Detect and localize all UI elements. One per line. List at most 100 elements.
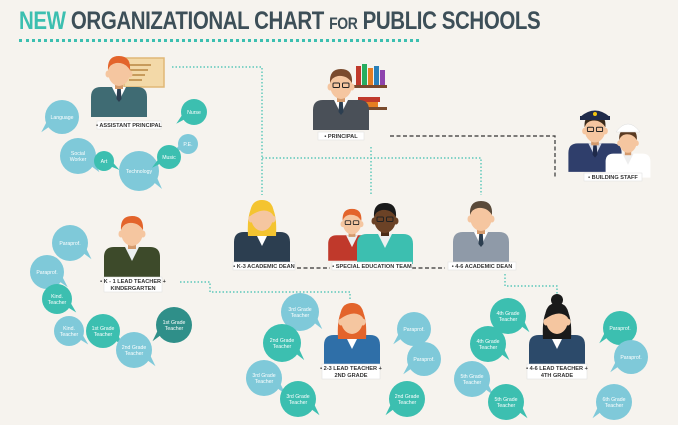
role-label-text: • K - 1 LEAD TEACHER + xyxy=(100,279,167,285)
assistant-principal-figure xyxy=(91,56,165,117)
bubble-text: Music xyxy=(162,155,176,161)
bubble-language: Language xyxy=(41,100,79,134)
bubble-text: 3rd Grade xyxy=(286,394,309,400)
special-education-figure xyxy=(328,203,413,264)
k1-lead-teacher-label: • K - 1 LEAD TEACHER +KINDERGARTEN xyxy=(100,276,167,293)
bubble-text: Teacher xyxy=(497,403,516,409)
building-staff-label: • BUILDING STAFF xyxy=(583,172,643,182)
bubble-text: Teacher xyxy=(499,317,518,323)
bubble-text: Social xyxy=(71,151,85,157)
bubble-text: Worker xyxy=(70,157,87,163)
bubble-paraprof: Paraprof. xyxy=(403,342,441,376)
bubble-text: Paraprof. xyxy=(609,326,630,332)
bubble-nurse: Nurse xyxy=(176,99,207,125)
bubble-art: Art xyxy=(94,151,120,171)
bubble-text: 1st Grade xyxy=(92,326,115,332)
bubble-text: Teacher xyxy=(94,332,113,338)
bubble-text: Paraprof. xyxy=(620,355,641,361)
role-label-text: • 4-6 LEAD TEACHER + xyxy=(526,366,589,372)
bubble-text: 2nd Grade xyxy=(270,338,295,344)
title-main: ORGANIZATIONAL CHART xyxy=(70,7,324,35)
building-staff-figure xyxy=(568,110,651,178)
bubble-text: 2nd Grade xyxy=(122,345,147,351)
bubble-paraprof: Paraprof. xyxy=(30,255,68,289)
bubble-kind-teacher: Kind.Teacher xyxy=(42,284,77,314)
g46-lead-teacher-label: • 4-6 LEAD TEACHER +4TH GRADE xyxy=(526,363,589,380)
g46-lead-teacher-figure xyxy=(529,294,585,365)
title-new: NEW xyxy=(19,7,66,35)
bubble-text: Teacher xyxy=(291,313,310,319)
g46-dean-label: • 4-6 ACADEMIC DEAN xyxy=(447,261,517,271)
bubble-text: Technology xyxy=(126,169,153,175)
title-underline xyxy=(19,39,419,42)
g23-lead-teacher-label: • 2-3 LEAD TEACHER +2ND GRADE xyxy=(320,363,383,380)
title-for: FOR xyxy=(329,14,358,33)
infographic-title: NEW ORGANIZATIONAL CHART FOR PUBLIC SCHO… xyxy=(19,7,541,36)
bubble-text: 3rd Grade xyxy=(288,307,311,313)
bubble-text: Teacher xyxy=(125,351,144,357)
bubble-text: 1st Grade xyxy=(163,320,186,326)
bubble-text: Teacher xyxy=(289,400,308,406)
bubble-text: Teacher xyxy=(60,332,79,338)
bubble-kind-teacher: Kind.Teacher xyxy=(54,316,89,346)
assistant-principal-label: • ASSISTANT PRINCIPAL xyxy=(96,120,163,130)
bubble-paraprof: Paraprof. xyxy=(599,311,637,345)
k3-dean-label: • K-3 ACADEMIC DEAN xyxy=(232,261,296,271)
bubble-text: Teacher xyxy=(48,300,67,306)
role-label-text: • ASSISTANT PRINCIPAL xyxy=(96,123,162,129)
bubble-text: Teacher xyxy=(605,403,624,409)
g23-lead-teacher-figure xyxy=(324,303,380,365)
bubble-text: 6th Grade xyxy=(602,397,625,403)
bubble-text: Art xyxy=(101,159,108,165)
bubble-text: Kind. xyxy=(63,326,75,332)
principal-figure xyxy=(313,64,387,130)
bubble-text: Paraprof. xyxy=(413,357,434,363)
role-label-text: • PRINCIPAL xyxy=(324,134,358,140)
role-label-text: KINDERGARTEN xyxy=(110,286,155,292)
special-education-label: • SPECIAL EDUCATION TEAM xyxy=(331,261,413,271)
bubble-text: 3rd Grade xyxy=(252,373,275,379)
dotted-link-3 xyxy=(180,281,351,300)
role-label-text: 2ND GRADE xyxy=(335,373,368,379)
bubble-text: P.E. xyxy=(183,142,192,148)
role-label-text: • BUILDING STAFF xyxy=(588,175,638,181)
dotted-link-4 xyxy=(504,274,558,302)
dotted-link-0 xyxy=(172,66,263,195)
bubble-text: Paraprof. xyxy=(59,241,80,247)
bubble-text: Teacher xyxy=(165,326,184,332)
role-label-text: 4TH GRADE xyxy=(541,373,574,379)
bubble-text: Teacher xyxy=(463,380,482,386)
bubble-text: Teacher xyxy=(398,400,417,406)
bubble-music: Music xyxy=(152,145,181,169)
title-public-schools: PUBLIC SCHOOLS xyxy=(362,7,541,35)
bubble-text: 5th Grade xyxy=(494,397,517,403)
bubble-text: Kind. xyxy=(51,294,63,300)
bubble-text: Teacher xyxy=(479,345,498,351)
bubble-text: Teacher xyxy=(273,344,292,350)
k3-dean-figure xyxy=(234,200,290,262)
bubble-text: Teacher xyxy=(255,379,274,385)
bubble-paraprof: Paraprof. xyxy=(610,340,648,374)
bubble-paraprof: Paraprof. xyxy=(393,312,431,346)
role-label-text: • 2-3 LEAD TEACHER + xyxy=(320,366,383,372)
k1-lead-teacher-figure xyxy=(104,216,160,277)
bubble-text: 4th Grade xyxy=(496,311,519,317)
bubble-text: 4th Grade xyxy=(476,339,499,345)
bubble-text: Language xyxy=(50,115,73,121)
dashed-link-0 xyxy=(390,135,556,178)
